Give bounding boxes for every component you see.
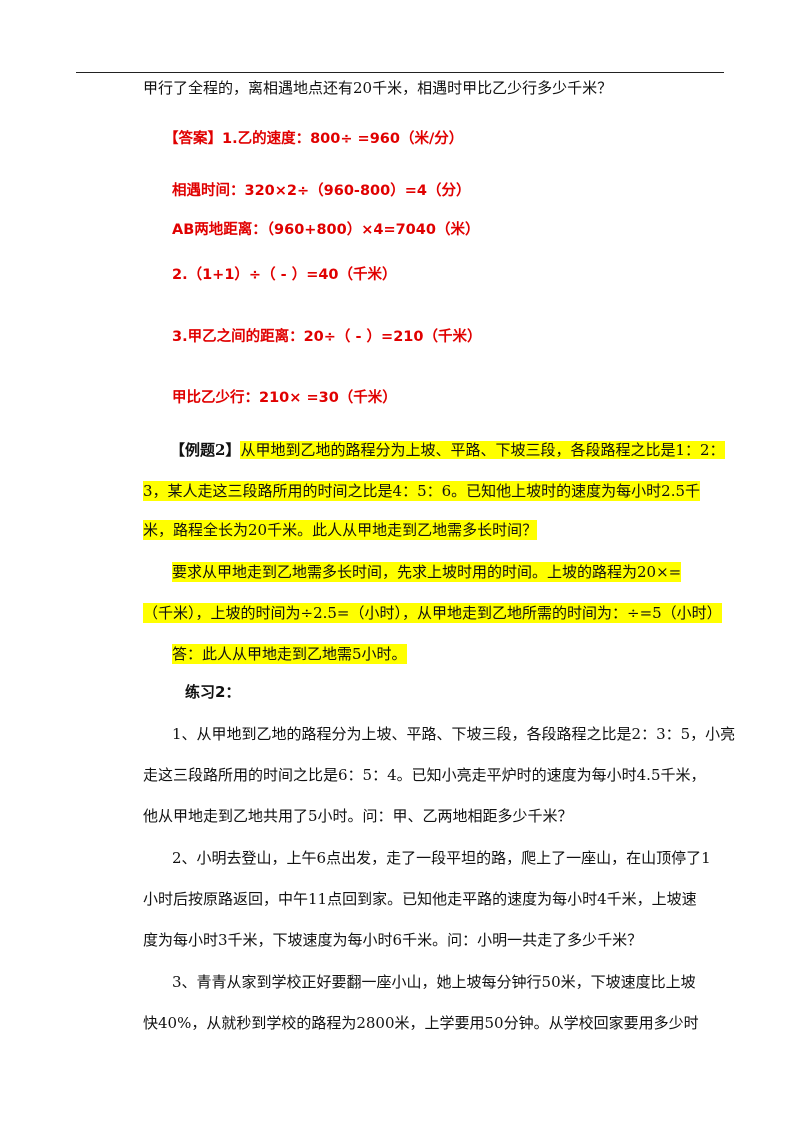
example-tag: 【例题2】 (170, 441, 241, 459)
q1-line-2: 走这三段路所用的时间之比是6：5：4。已知小亮走平炉时的速度为每小时4.5千米， (143, 766, 706, 784)
q3-line-2: 快40%，从就秒到学校的路程为2800米，上学要用50分钟。从学校回家要用多少时 (143, 1014, 699, 1032)
header-rule (76, 72, 724, 73)
answer-line-4: 2.（1+1）÷（ - ）=40（千米） (172, 267, 397, 283)
solution-line-3: 答：此人从甲地走到乙地需5小时。 (172, 644, 407, 664)
example-line-1: 【例题2】从甲地到乙地的路程分为上坡、平路、下坡三段，各段路程之比是1：2： (170, 440, 725, 460)
practice-heading: 练习2： (185, 683, 241, 701)
answer-line-1: 【答案】1.乙的速度：800÷ =960（米/分） (164, 129, 463, 149)
q1-line-3: 他从甲地走到乙地共用了5小时。问：甲、乙两地相距多少千米？ (143, 807, 573, 825)
solution-line-1: 要求从甲地走到乙地需多长时间，先求上坡时用的时间。上坡的路程为20×= (172, 562, 682, 582)
q3-line-1: 3、青青从家到学校正好要翻一座小山，她上坡每分钟行50米，下坡速度比上坡 (172, 973, 696, 991)
answer-line-5: 3.甲乙之间的距离：20÷（ - ）=210（千米） (172, 329, 482, 345)
answer-line-3: AB两地距离：（960+800）×4=7040（米） (172, 222, 480, 238)
q2-line-1: 2、小明去登山，上午6点出发，走了一段平坦的路，爬上了一座山，在山顶停了1 (172, 849, 711, 867)
q2-line-3: 度为每小时3千米，下坡速度为每小时6千米。问：小明一共走了多少千米？ (143, 931, 643, 949)
q2-line-2: 小时后按原路返回，中午11点回到家。已知他走平路的速度为每小时4千米，上坡速 (143, 890, 697, 908)
answer-text-1: 1.乙的速度：800÷ =960（米/分） (222, 131, 464, 147)
example-line-2: 3，某人走这三段路所用的时间之比是4：5：6。已知他上坡时的速度为每小时2.5千 (143, 481, 701, 501)
example-text-1: 从甲地到乙地的路程分为上坡、平路、下坡三段，各段路程之比是1：2： (240, 441, 725, 459)
q1-line-1: 1、从甲地到乙地的路程分为上坡、平路、下坡三段，各段路程之比是2：3：5，小亮 (172, 725, 736, 743)
answer-tag: 【答案】 (164, 131, 222, 147)
answer-line-6: 甲比乙少行：210× =30（千米） (172, 390, 397, 406)
solution-line-2: （千米），上坡的时间为÷2.5=（小时），从甲地走到乙地所需的时间为：÷=5（小… (143, 603, 722, 623)
example-line-3: 米，路程全长为20千米。此人从甲地走到乙地需多长时间？ (143, 520, 538, 540)
answer-line-2: 相遇时间：320×2÷（960-800）=4（分） (172, 183, 471, 199)
intro-line: 甲行了全程的，离相遇地点还有20千米，相遇时甲比乙少行多少千米？ (143, 79, 613, 97)
